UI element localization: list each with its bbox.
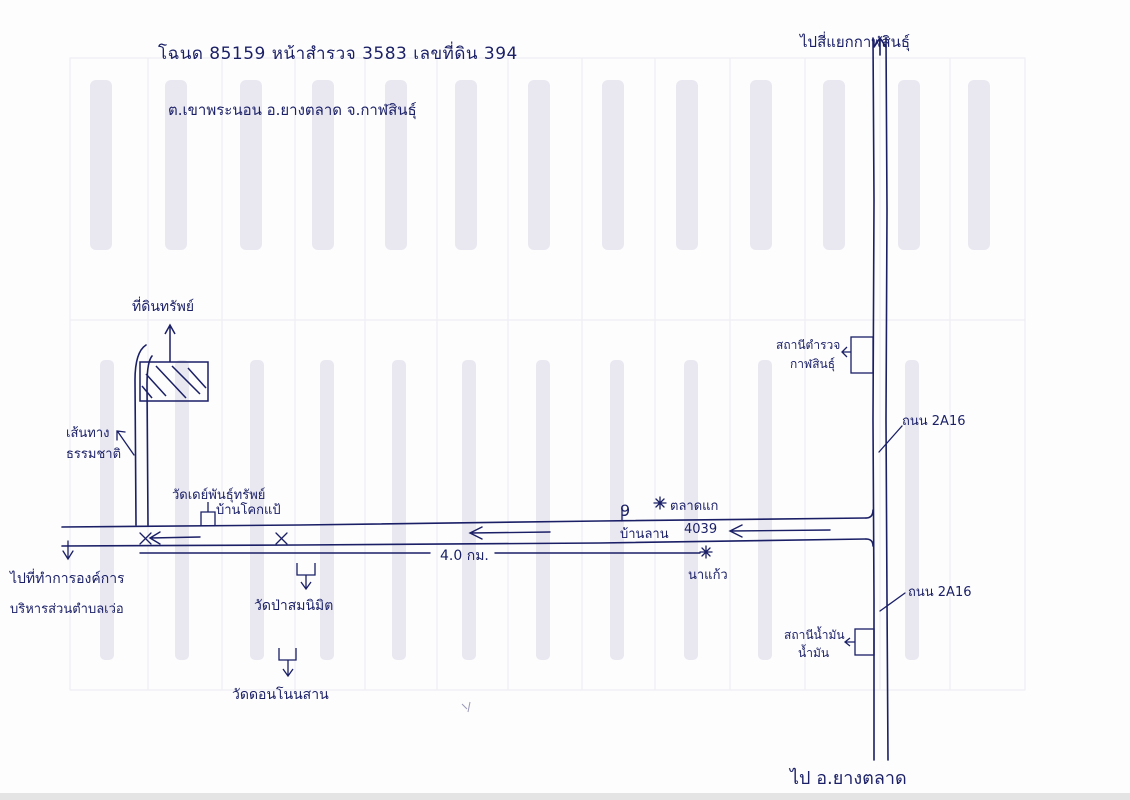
bottom-destination-label: ไป อ.ยางตลาด bbox=[790, 768, 907, 789]
market-number-label: 9 bbox=[620, 501, 631, 520]
top-destination-label: ไปสี่แยกกาฬสินธุ์ bbox=[800, 33, 911, 51]
arrow-down-icon bbox=[62, 540, 74, 561]
left-destination-label-2: บริหารส่วนตำบลเว่อ bbox=[10, 602, 124, 617]
cross-mark-icon bbox=[139, 532, 152, 545]
pointer-arrow-icon bbox=[116, 430, 135, 456]
temple-marker-icon bbox=[278, 648, 297, 678]
temple-flag-icon bbox=[200, 502, 216, 526]
junction-number-label: 4039 bbox=[684, 522, 718, 537]
left-destination-label-1: ไปที่ทำการองค์การ bbox=[10, 571, 125, 587]
local-temple-label: วัดดอนโนนสาน bbox=[232, 687, 329, 703]
gas-label-1: สถานีน้ำมัน bbox=[784, 628, 845, 642]
land-plot-shape bbox=[139, 323, 209, 402]
highway-east-edge bbox=[885, 37, 889, 761]
location-line: ต.เขาพระนอน อ.ยางตลาด จ.กาฬสินธุ์ bbox=[168, 101, 417, 119]
scan-border bbox=[0, 793, 1130, 800]
gas-station-marker bbox=[843, 628, 875, 656]
forest-temple-label: วัดป่าสมนิมิต bbox=[254, 598, 334, 614]
local-road-north-edge bbox=[61, 517, 867, 528]
highway-label-upper: ถนน 2A16 bbox=[902, 414, 966, 429]
star-mark-icon bbox=[699, 545, 713, 559]
junction-sign-label: บ้านลาน bbox=[620, 527, 669, 542]
market-north-label: ตลาดแก bbox=[670, 499, 719, 514]
highway-label-lower: ถนน 2A16 bbox=[908, 585, 972, 600]
temple-marker-icon bbox=[296, 563, 316, 591]
local-road-south-edge bbox=[61, 538, 867, 547]
dirt-road-west bbox=[134, 344, 147, 526]
police-label-2: กาฬสินธุ์ bbox=[790, 357, 836, 371]
pointer-arrow-icon bbox=[878, 425, 903, 453]
arrow-up-icon bbox=[164, 323, 176, 362]
arrow-left-icon bbox=[468, 526, 551, 540]
police-label-1: สถานีตำรวจ bbox=[776, 338, 841, 352]
village-temple-label-2: บ้านโคกแป้ bbox=[216, 503, 281, 518]
gas-label-2: น้ำมัน bbox=[798, 646, 830, 660]
cross-mark-icon bbox=[275, 532, 288, 545]
market-south-label: นาแก้ว bbox=[688, 568, 728, 583]
arrow-left-icon bbox=[728, 524, 831, 538]
star-mark-icon bbox=[653, 496, 667, 510]
dirt-road-label-2: ธรรมชาติ bbox=[66, 447, 122, 462]
arrow-left-icon bbox=[148, 531, 201, 545]
police-station-marker bbox=[841, 336, 874, 374]
land-plot-label: ที่ดินทรัพย์ bbox=[132, 299, 195, 315]
pointer-arrow-icon bbox=[879, 592, 906, 612]
arrow-up-icon bbox=[873, 36, 887, 56]
deed-title: โฉนด 85159 หน้าสำรวจ 3583 เลขที่ดิน 394 bbox=[158, 44, 518, 64]
village-temple-label-1: วัดเดย์พันธุ์ทรัพย์ bbox=[172, 488, 266, 503]
dirt-road-label-1: เส้นทาง bbox=[66, 426, 110, 441]
dirt-road-east bbox=[146, 355, 153, 526]
distance-label: 4.0 กม. bbox=[440, 548, 489, 564]
